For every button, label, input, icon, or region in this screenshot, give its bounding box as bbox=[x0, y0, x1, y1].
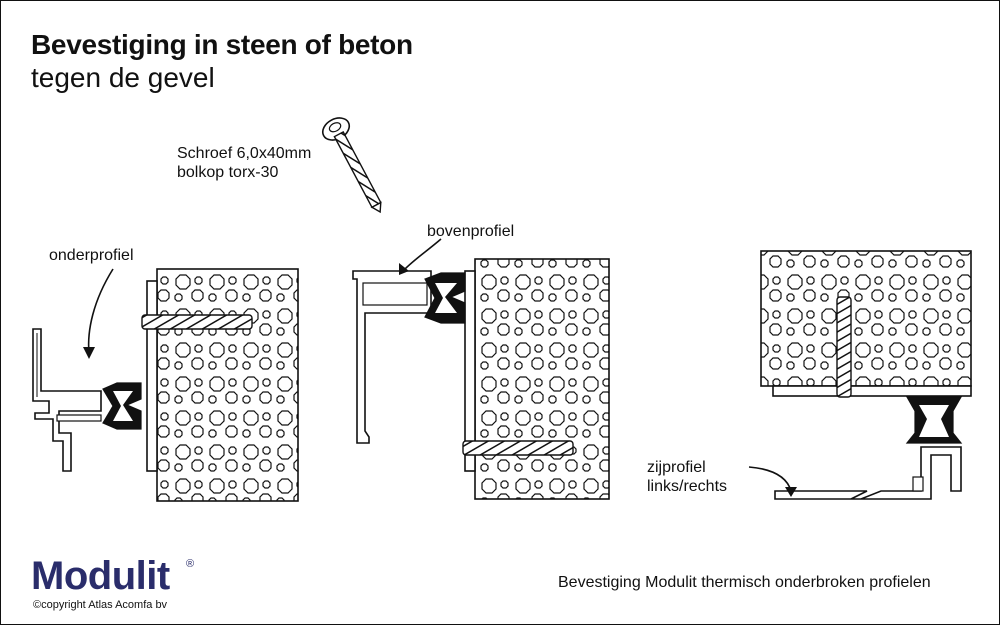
bottom-profile-label: onderprofiel bbox=[49, 247, 134, 264]
copyright-text: ©copyright Atlas Acomfa bv bbox=[33, 599, 168, 611]
screw-label: Schroef 6,0x40mm bolkop torx-30 bbox=[177, 144, 311, 182]
side-profile-shape bbox=[774, 446, 962, 500]
screw-label-line1: Schroef 6,0x40mm bbox=[177, 145, 312, 162]
concrete-wall-middle bbox=[474, 258, 610, 500]
bottom-profile-shape bbox=[32, 328, 102, 472]
brand-logo: Modulit bbox=[31, 554, 170, 598]
side-profile-label-line2: links/rechts bbox=[647, 478, 728, 495]
concrete-wall-right bbox=[760, 250, 972, 387]
mounting-plate-middle bbox=[464, 270, 476, 472]
footer-caption: Bevestiging Modulit thermisch onderbroke… bbox=[558, 574, 931, 591]
screw-middle bbox=[462, 440, 574, 456]
screw-left bbox=[141, 314, 253, 330]
screw-label-line2: bolkop torx-30 bbox=[177, 164, 279, 181]
side-profile-label-line1: zijprofiel bbox=[647, 459, 706, 476]
registered-mark: ® bbox=[186, 558, 195, 570]
diagram-subtitle: tegen de gevel bbox=[31, 62, 215, 93]
mounting-plate-right bbox=[772, 385, 972, 397]
screw-illustration bbox=[321, 117, 382, 214]
top-profile-label: bovenprofiel bbox=[427, 223, 515, 240]
mounting-plate-left bbox=[146, 280, 158, 472]
top-profile-assembly bbox=[352, 238, 610, 500]
side-profile-assembly bbox=[748, 250, 972, 500]
side-profile-label: zijprofiel links/rechts bbox=[647, 458, 727, 496]
concrete-wall-left bbox=[156, 268, 299, 502]
screw-right bbox=[836, 296, 852, 398]
bottom-profile-assembly bbox=[32, 268, 299, 502]
diagram-title: Bevestiging in steen of beton bbox=[31, 29, 413, 60]
